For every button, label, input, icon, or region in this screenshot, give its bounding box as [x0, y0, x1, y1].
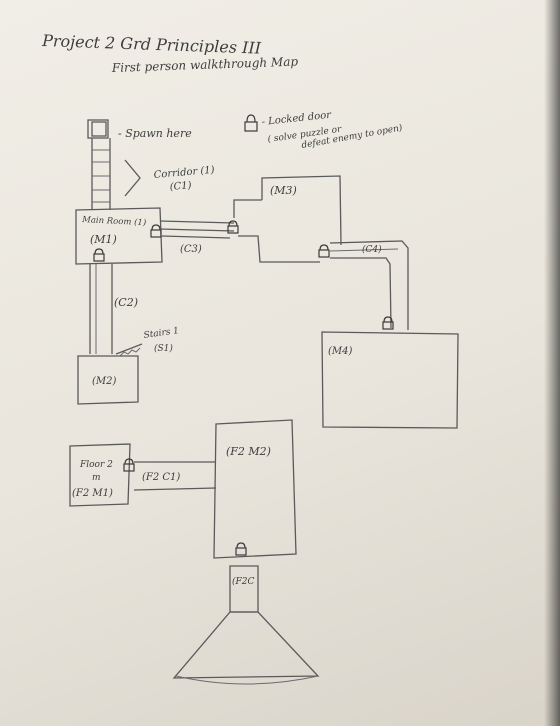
- stairs-label: Stairs 1: [143, 326, 180, 341]
- stairs-s1: [115, 343, 143, 357]
- corridor-f2c1-label: (F2 C1): [142, 472, 180, 483]
- corridor-f2c2-label: (F2C: [232, 576, 254, 587]
- floor-2-label: Floor 2: [79, 460, 113, 470]
- corridor-f2-c1: [133, 461, 217, 491]
- corridor-1-label: Corridor (1): [153, 165, 215, 181]
- locked-door-label: - Locked door: [261, 110, 333, 128]
- corridor-c4: [329, 240, 409, 330]
- corridor-c1: [87, 119, 141, 210]
- corridor-c2-label: (C2): [114, 296, 138, 309]
- page-subtitle: First person walkthrough Map: [111, 54, 299, 75]
- room-m3-label: (M3): [270, 184, 297, 197]
- room-f2-m2: [213, 419, 297, 559]
- room-m4: [321, 331, 459, 429]
- corridor-c3: [159, 199, 262, 239]
- corridor-c4-label: (C4): [362, 244, 382, 255]
- room-m4-label: (M4): [328, 346, 353, 357]
- corridor-c3-label: (C3): [180, 244, 202, 255]
- room-m2-label: (M2): [92, 376, 117, 387]
- spawn-label: - Spawn here: [118, 127, 192, 140]
- room-m3: [238, 175, 342, 263]
- corridor-c2: [89, 264, 113, 354]
- corridor-1-code: (C1): [169, 180, 192, 193]
- corridor-f2-c2: [229, 565, 259, 613]
- room-f2m1-label: (F2 M1): [72, 488, 113, 499]
- lock-icon: [244, 114, 258, 132]
- room-f2m2-label: (F2 M2): [226, 445, 271, 458]
- main-room-code: (M1): [90, 233, 117, 246]
- room-m2: [77, 355, 139, 405]
- stairs-code: (S1): [154, 343, 173, 354]
- main-room-label: Main Room (1): [81, 214, 147, 228]
- main-room-m1: [75, 207, 163, 265]
- page-title: Project 2 Grd Principles III: [41, 31, 262, 58]
- photo-edge-shadow: [544, 0, 560, 726]
- funnel-room: [172, 611, 320, 685]
- room-f2-m1: [69, 443, 135, 507]
- floor-2-sub-label: m: [92, 473, 101, 483]
